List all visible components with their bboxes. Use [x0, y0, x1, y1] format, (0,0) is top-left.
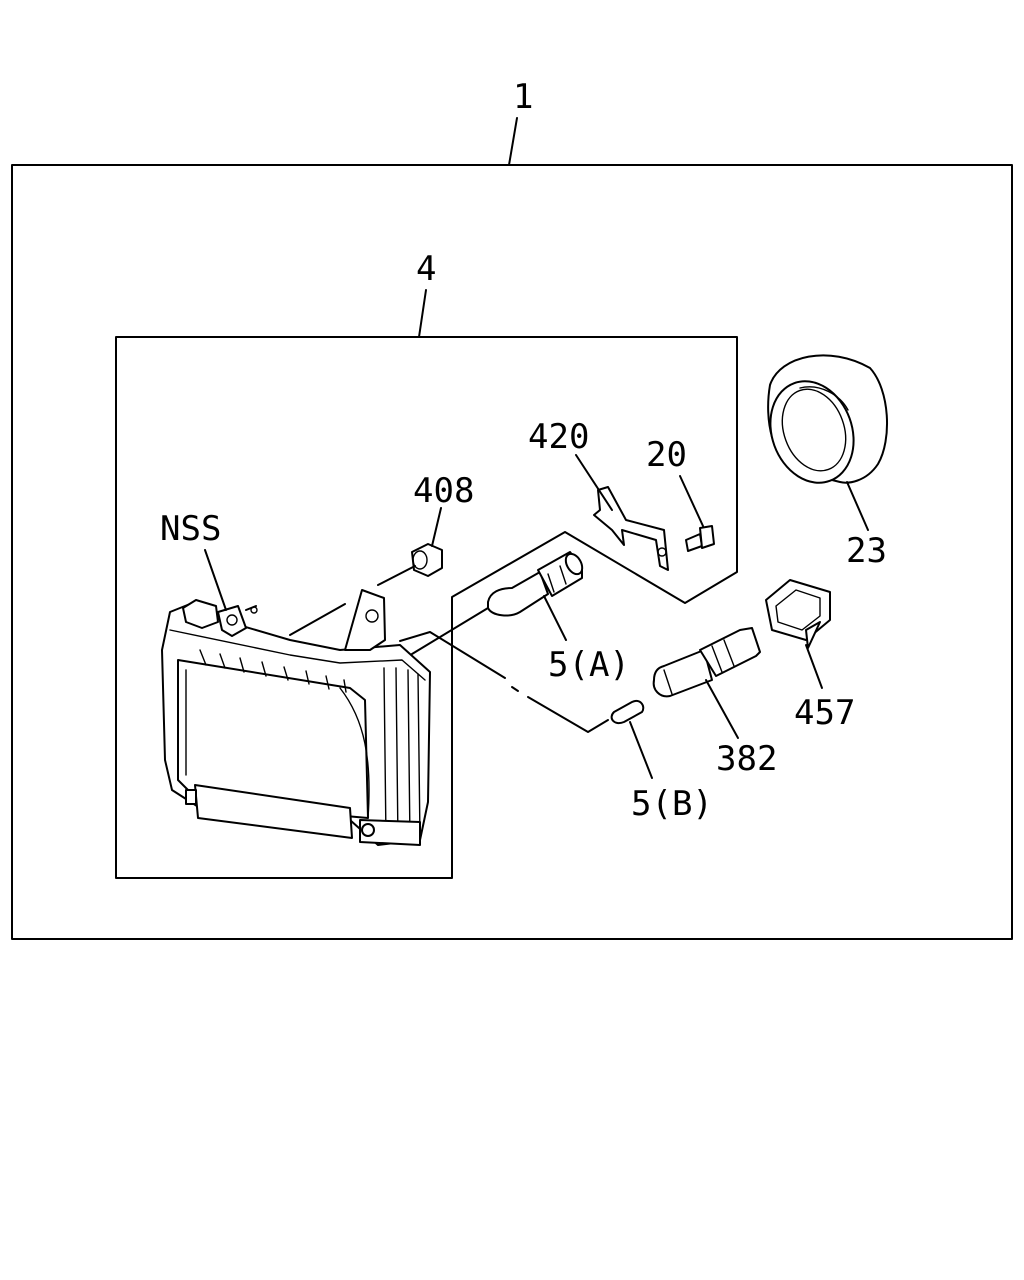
leader-23	[846, 481, 869, 531]
label-5a: 5(A)	[548, 645, 630, 685]
bulb-bracket-dash	[511, 686, 519, 692]
sub-assembly-leader	[418, 289, 427, 338]
bulb-bracket-lines-lower	[527, 696, 609, 733]
label-20: 20	[646, 435, 687, 475]
grommet-408	[411, 543, 443, 577]
label-5b: 5(B)	[631, 784, 713, 824]
label-sub-assembly: 4	[416, 249, 436, 289]
label-382: 382	[716, 739, 777, 779]
label-408: 408	[413, 471, 474, 511]
bulb-5a	[487, 551, 584, 617]
assembly-frame	[11, 164, 1013, 940]
leader-420	[575, 454, 613, 511]
bracket-420	[593, 486, 669, 571]
leader-5a	[543, 595, 567, 641]
label-23: 23	[846, 531, 887, 571]
label-assembly: 1	[513, 77, 533, 117]
label-420: 420	[528, 417, 589, 457]
dash-408	[289, 565, 416, 636]
dash-5a	[411, 607, 489, 655]
socket-382	[652, 627, 761, 698]
bulb-5b	[610, 700, 645, 724]
lamp-housing	[161, 589, 431, 846]
ring-23	[767, 354, 888, 484]
screw-20	[685, 525, 715, 552]
leader-20	[679, 475, 704, 527]
leader-5b	[629, 721, 653, 779]
connector-457	[765, 579, 831, 649]
sub-assembly-frame	[115, 336, 738, 879]
label-457: 457	[794, 693, 855, 733]
leader-nss	[204, 549, 227, 611]
label-nss: NSS	[160, 509, 221, 549]
bulb-bracket-lines	[399, 631, 506, 679]
assembly-leader	[508, 117, 518, 166]
leader-382	[705, 679, 739, 739]
leader-408	[431, 507, 442, 547]
leader-457	[805, 644, 823, 689]
